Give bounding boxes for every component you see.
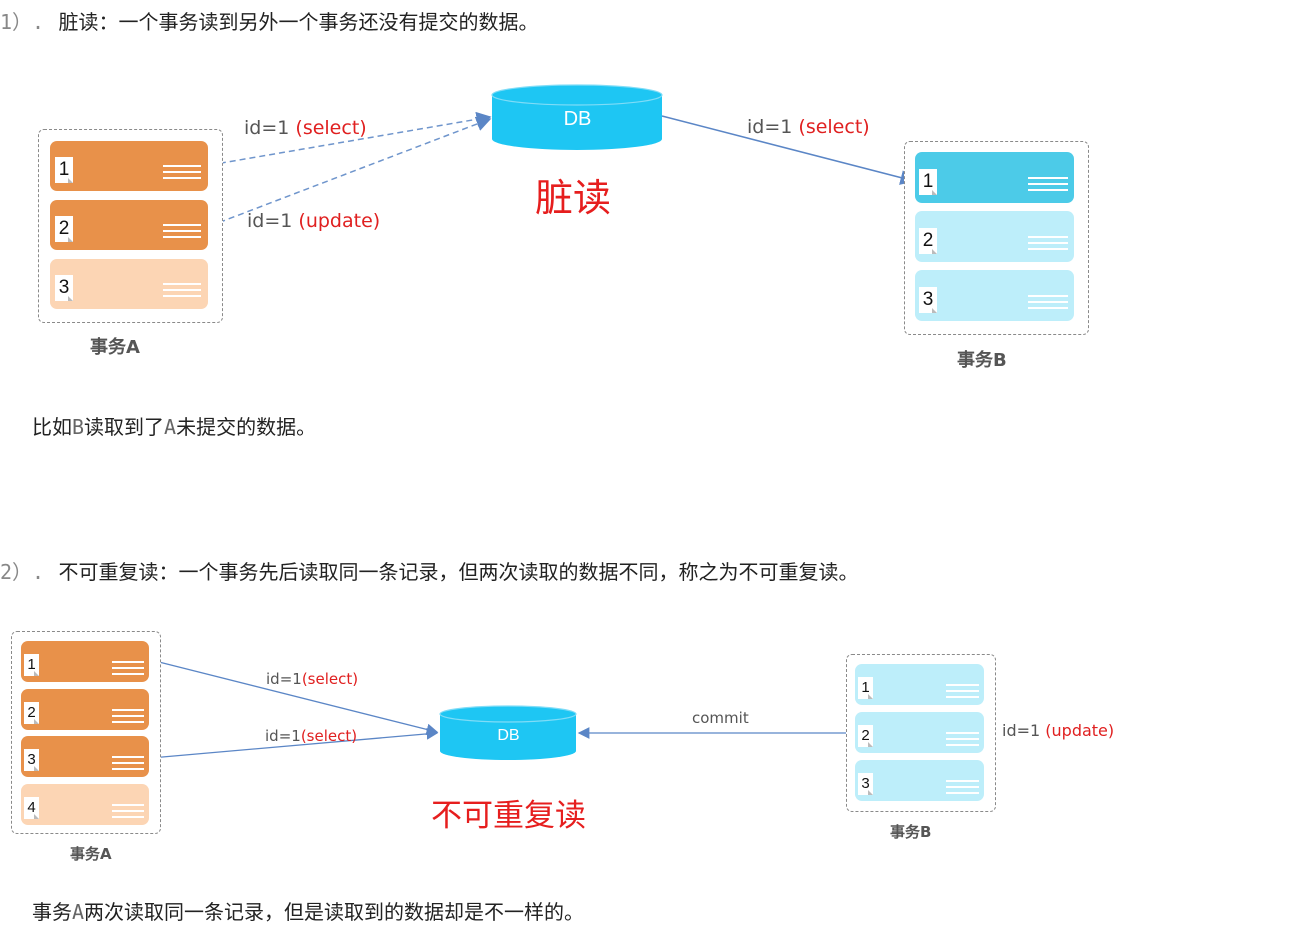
highlight-non-repeatable-read: 不可重复读	[431, 798, 586, 834]
label-select-a: id=1 (select)	[244, 117, 367, 139]
txn-a2-row-4: 4	[21, 784, 149, 825]
lines-icon	[112, 661, 144, 679]
label-select-b: id=1 (select)	[747, 116, 870, 138]
section2-title: 不可重复读：一个事务先后读取同一条记录，但两次读取的数据不同，称之为不可重复读。	[58, 560, 859, 584]
txn-a2-row-1: 1	[21, 641, 149, 682]
lines-icon	[163, 165, 201, 183]
row-number: 1	[919, 169, 937, 195]
txn-b-row-1: 1	[915, 152, 1074, 203]
section2-heading: 2）. 不可重复读：一个事务先后读取同一条记录，但两次读取的数据不同，称之为不可…	[0, 556, 858, 585]
lines-icon	[112, 709, 144, 727]
row-number: 1	[24, 654, 39, 676]
section1-heading: 1）. 脏读：一个事务读到另外一个事务还没有提交的数据。	[0, 6, 538, 35]
txn-b2-row-3: 3	[855, 760, 984, 801]
row-number: 1	[55, 157, 73, 183]
row-number: 2	[24, 702, 39, 724]
section2-number: 2）.	[0, 560, 45, 584]
db-label-1: DB	[563, 108, 592, 130]
txn-b-caption-1: 事务B	[957, 350, 1007, 371]
lines-icon	[1028, 295, 1068, 313]
section1-number: 1）.	[0, 10, 45, 34]
txn-a-caption-2: 事务A	[70, 845, 112, 863]
txn-a2-row-3: 3	[21, 736, 149, 777]
db-label-2: DB	[497, 727, 520, 744]
row-number: 3	[919, 287, 937, 313]
row-number: 3	[55, 275, 73, 301]
lines-icon	[112, 804, 144, 822]
row-number: 3	[858, 773, 873, 795]
arrow-a1-to-db-2	[150, 659, 439, 736]
row-number: 2	[858, 725, 873, 747]
arrow-db-to-b1	[661, 115, 916, 185]
db-cylinder-1	[491, 84, 663, 150]
row-number: 3	[24, 749, 39, 771]
txn-b-row-3: 3	[915, 270, 1074, 321]
lines-icon	[1028, 177, 1068, 195]
row-number: 1	[858, 677, 873, 699]
txn-b-caption-2: 事务B	[890, 823, 932, 841]
label-select2-2: id=1(select)	[265, 727, 358, 745]
section2-note: 事务A两次读取同一条记录，但是读取到的数据却是不一样的。	[32, 900, 585, 924]
label-update-b-2: id=1 (update)	[1002, 721, 1115, 740]
label-update-a: id=1 (update)	[247, 210, 381, 232]
lines-icon	[163, 283, 201, 301]
lines-icon	[946, 684, 979, 702]
txn-a2-row-2: 2	[21, 689, 149, 730]
txn-a-row-3: 3	[50, 259, 208, 309]
txn-a-row-1: 1	[50, 141, 208, 191]
highlight-dirty-read: 脏读	[535, 176, 612, 220]
txn-a-row-2: 2	[50, 200, 208, 250]
section1-title: 脏读：一个事务读到另外一个事务还没有提交的数据。	[58, 10, 539, 34]
db-cylinder-2	[439, 705, 577, 760]
lines-icon	[1028, 236, 1068, 254]
txn-b2-row-1: 1	[855, 664, 984, 705]
lines-icon	[163, 224, 201, 242]
txn-b2-row-2: 2	[855, 712, 984, 753]
lines-icon	[946, 732, 979, 750]
label-commit: commit	[692, 709, 749, 727]
row-number: 4	[24, 797, 39, 819]
lines-icon	[112, 756, 144, 774]
row-number: 2	[919, 228, 937, 254]
section1-note: 比如B读取到了A未提交的数据。	[32, 415, 317, 439]
txn-a-caption-1: 事务A	[90, 337, 140, 358]
txn-b-row-2: 2	[915, 211, 1074, 262]
row-number: 2	[55, 216, 73, 242]
arrow-a1-to-db	[209, 111, 492, 166]
lines-icon	[946, 780, 979, 798]
label-select1-2: id=1(select)	[266, 670, 359, 688]
arrow-a3-to-db-2	[150, 728, 439, 759]
